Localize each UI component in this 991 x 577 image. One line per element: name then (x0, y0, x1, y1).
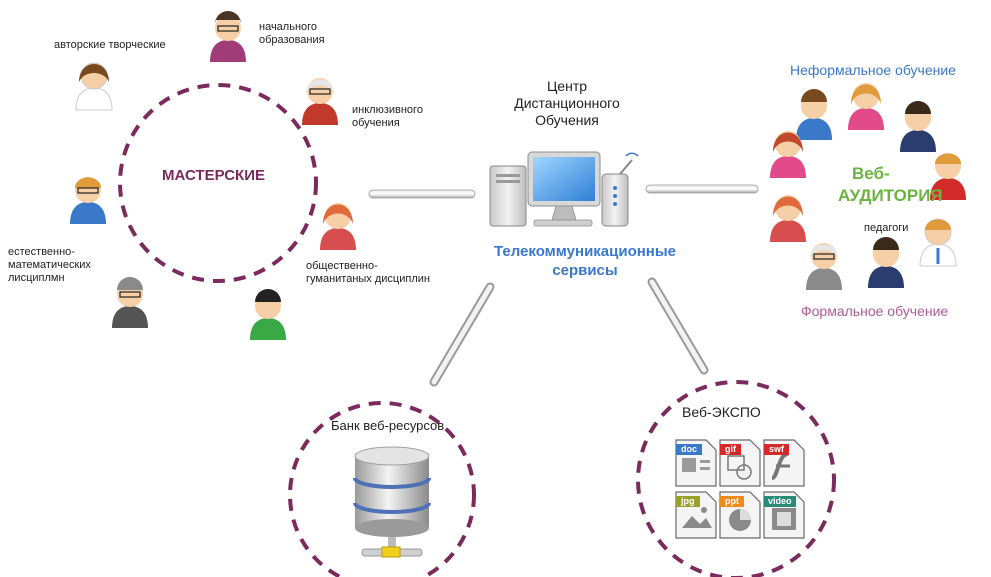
person-icon (919, 218, 957, 267)
telecom-services-label: Телекоммуникационные сервисы (493, 243, 677, 279)
wifi-router-icon (601, 152, 639, 227)
connector-workshops (368, 189, 476, 199)
connector-audience (645, 184, 759, 194)
label-primary-education: начального образования (259, 21, 325, 46)
person-icon (210, 11, 246, 62)
person-icon (848, 83, 884, 130)
person-icon (806, 243, 842, 290)
person-icon (930, 153, 966, 200)
person-icon (302, 78, 338, 125)
connector-expo (647, 277, 709, 375)
people (70, 11, 966, 340)
workshops-title: МАСТЕРСКИЕ (162, 167, 265, 184)
file-badge-gif: gif (720, 444, 741, 455)
person-icon (112, 277, 148, 328)
file-badge-ppt: ppt (720, 496, 744, 507)
file-badge-doc: doc (676, 444, 703, 455)
expo-title: Веб-ЭКСПО (682, 404, 761, 420)
person-icon (868, 237, 904, 288)
person-icon (70, 177, 106, 224)
connector-bank (429, 282, 495, 387)
web-audience-line2: АУДИТОРИЯ (838, 186, 943, 205)
file-badge-jpg: jpg (676, 496, 700, 507)
person-icon (75, 62, 113, 111)
person-icon (900, 101, 936, 152)
label-humanities-disciplines: общественно-гуманитаныx дисциплин (306, 260, 430, 285)
person-icon (796, 89, 832, 140)
person-icon (770, 195, 806, 242)
database-icon (353, 446, 431, 558)
computer-icon (489, 151, 601, 227)
workshops-circle (118, 83, 318, 283)
file-badge-swf: swf (764, 444, 790, 455)
expo-circle (636, 380, 836, 577)
label-inclusive-education: инклюзивного обучения (352, 104, 423, 129)
formal-learning-label: Формальное обучение (801, 303, 949, 319)
label-science-disciplines: естественно-математических лисциплмн (8, 246, 91, 284)
bank-circle (288, 401, 476, 577)
teachers-label: педагоги (864, 222, 909, 234)
web-audience-line1: Веб- (852, 164, 890, 183)
person-icon (250, 289, 286, 340)
label-author-workshop: авторские творческие (54, 39, 166, 51)
person-icon (770, 131, 806, 178)
person-icon (320, 203, 356, 250)
center-title: Центр Дистанционного Обучения (514, 78, 620, 128)
file-badge-video: video (764, 496, 796, 507)
bank-title: Банк веб-ресурсов (331, 418, 445, 433)
informal-learning-label: Неформальное обучение (790, 62, 956, 78)
